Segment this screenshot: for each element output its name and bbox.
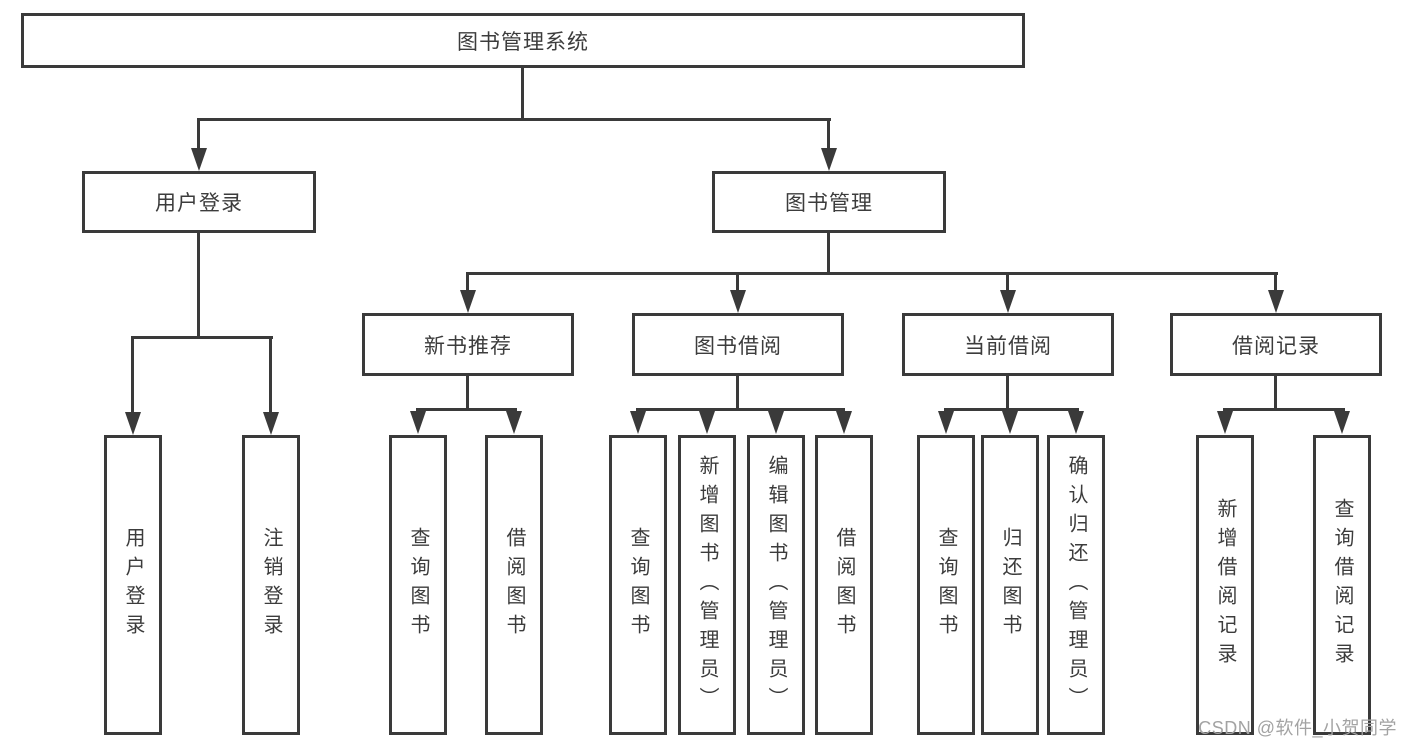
connector-line: [944, 408, 1079, 411]
leaf-user-login: 用户登录: [104, 435, 162, 735]
connector-line: [416, 408, 517, 411]
leaf-label: 归还图书: [999, 527, 1021, 643]
arrowhead-down-icon: [768, 411, 784, 434]
leaf-label: 新增图书（管理员）: [696, 454, 718, 716]
node-book-borrowing: 图书借阅: [632, 313, 844, 376]
node-label: 借阅记录: [1232, 334, 1320, 358]
leaf-label: 确认归还（管理员）: [1065, 454, 1087, 716]
connector-line: [466, 272, 1278, 275]
leaf-edit-book-admin: 编辑图书（管理员）: [747, 435, 805, 735]
connector-line: [269, 338, 272, 414]
arrowhead-down-icon: [460, 290, 476, 313]
leaf-borrow-books: 借阅图书: [815, 435, 873, 735]
arrowhead-down-icon: [1268, 290, 1284, 313]
connector-line: [197, 233, 200, 339]
leaf-confirm-return-admin: 确认归还（管理员）: [1047, 435, 1105, 735]
connector-line: [736, 376, 739, 411]
node-current-borrowing: 当前借阅: [902, 313, 1114, 376]
leaf-add-borrow-record: 新增借阅记录: [1196, 435, 1254, 735]
connector-line: [131, 338, 134, 414]
leaf-label: 编辑图书（管理员）: [765, 454, 787, 716]
connector-line: [827, 120, 830, 150]
leaf-label: 查询图书: [935, 527, 957, 643]
node-label: 图书管理: [785, 192, 873, 215]
connector-line: [197, 118, 831, 121]
connector-line: [466, 274, 469, 293]
connector-line: [131, 336, 273, 339]
node-label: 图书管理系统: [457, 30, 589, 54]
arrowhead-down-icon: [730, 290, 746, 313]
arrowhead-down-icon: [506, 411, 522, 434]
leaf-query-books-recommend: 查询图书: [389, 435, 447, 735]
arrowhead-down-icon: [191, 148, 207, 171]
leaf-return-book: 归还图书: [981, 435, 1039, 735]
leaf-label: 用户登录: [122, 527, 144, 643]
leaf-label: 查询图书: [407, 527, 429, 643]
arrowhead-down-icon: [630, 411, 646, 434]
node-borrow-records: 借阅记录: [1170, 313, 1382, 376]
arrowhead-down-icon: [699, 411, 715, 434]
node-new-book-recommend: 新书推荐: [362, 313, 574, 376]
node-book-management: 图书管理: [712, 171, 946, 233]
connector-line: [1223, 408, 1345, 411]
arrowhead-down-icon: [1000, 290, 1016, 313]
leaf-query-borrow-record: 查询借阅记录: [1313, 435, 1371, 735]
arrowhead-down-icon: [263, 412, 279, 435]
connector-line: [1274, 376, 1277, 411]
node-user-login: 用户登录: [82, 171, 316, 233]
node-label: 用户登录: [155, 192, 243, 215]
connector-line: [636, 408, 845, 411]
leaf-label: 借阅图书: [833, 527, 855, 643]
leaf-borrow-books-recommend: 借阅图书: [485, 435, 543, 735]
connector-line: [1006, 376, 1009, 411]
node-library-management-system: 图书管理系统: [21, 13, 1025, 68]
csdn-watermark: CSDN @软件_小贺同学: [1198, 718, 1397, 738]
arrowhead-down-icon: [1068, 411, 1084, 434]
leaf-label: 查询图书: [627, 527, 649, 643]
arrowhead-down-icon: [1217, 411, 1233, 434]
connector-line: [521, 68, 524, 121]
connector-line: [1006, 274, 1009, 293]
arrowhead-down-icon: [410, 411, 426, 434]
arrowhead-down-icon: [836, 411, 852, 434]
connector-line: [466, 376, 469, 411]
connector-line: [827, 233, 830, 275]
arrowhead-down-icon: [938, 411, 954, 434]
node-label: 图书借阅: [694, 334, 782, 358]
node-label: 当前借阅: [964, 334, 1052, 358]
arrowhead-down-icon: [1334, 411, 1350, 434]
arrowhead-down-icon: [1002, 411, 1018, 434]
leaf-add-book-admin: 新增图书（管理员）: [678, 435, 736, 735]
leaf-label: 新增借阅记录: [1214, 498, 1236, 672]
connector-line: [1274, 274, 1277, 293]
leaf-logout: 注销登录: [242, 435, 300, 735]
node-label: 新书推荐: [424, 334, 512, 358]
leaf-label: 查询借阅记录: [1331, 498, 1353, 672]
leaf-label: 注销登录: [260, 527, 282, 643]
arrowhead-down-icon: [125, 412, 141, 435]
arrowhead-down-icon: [821, 148, 837, 171]
connector-line: [197, 120, 200, 150]
leaf-query-books-current: 查询图书: [917, 435, 975, 735]
connector-line: [736, 274, 739, 293]
leaf-label: 借阅图书: [503, 527, 525, 643]
leaf-query-books-borrowing: 查询图书: [609, 435, 667, 735]
